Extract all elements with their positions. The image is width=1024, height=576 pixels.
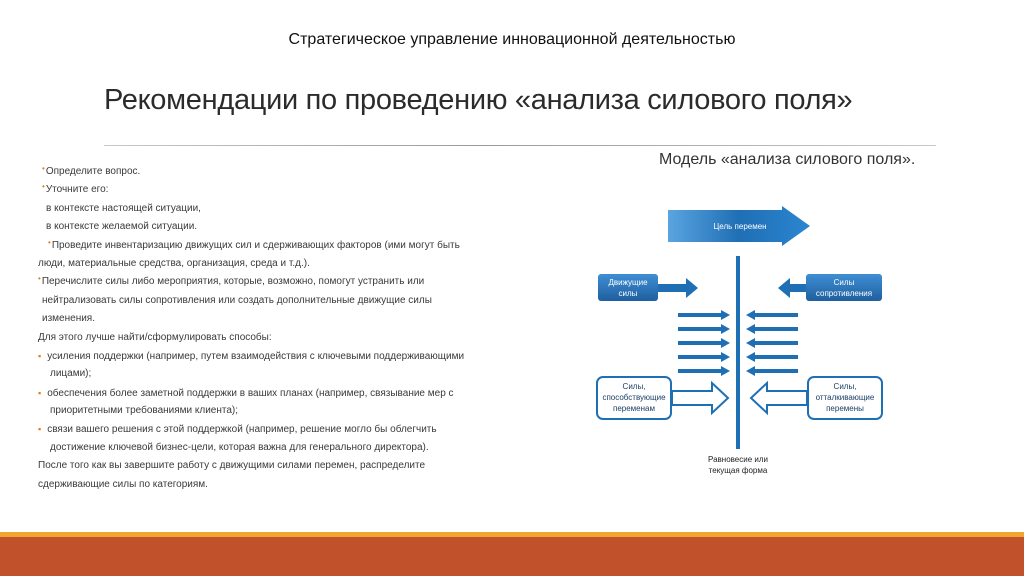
bullet-asterisk-icon: • (42, 182, 45, 192)
text-line-content: приоритетными требованиями клиента); (50, 405, 239, 417)
footer-stripe (0, 532, 1024, 537)
driving-forces-box: Движущие силы (598, 274, 698, 301)
text-line-content: лицами); (50, 368, 92, 380)
repelling-forces-box: Силы, отталкивающие перемены (749, 376, 883, 420)
text-line: лицами); (38, 365, 558, 383)
text-line: в контексте желаемой ситуации. (38, 218, 558, 236)
goal-label: Цель перемен (713, 222, 766, 231)
text-line: люди, материальные средства, организация… (38, 255, 558, 273)
text-line-content: Проведите инвентаризацию движущих сил и … (51, 239, 460, 251)
supporting-forces-box: Силы, способствующие переменам (596, 376, 730, 420)
text-line: •Определите вопрос. (38, 163, 558, 181)
text-line-content: связи вашего решения с этой поддержкой (… (47, 424, 437, 436)
text-line-content: Уточните его: (45, 184, 109, 196)
text-line-content: в контексте желаемой ситуации. (46, 221, 198, 233)
text-line: После того как вы завершите работу с дви… (38, 457, 558, 475)
resisting-forces-box: Силы сопротивления (778, 274, 882, 301)
text-line-content: Для этого лучше найти/сформулировать спо… (38, 331, 272, 343)
text-line: ▪ связи вашего решения с этой поддержкой … (38, 420, 558, 438)
text-line-content: сдерживающие силы по категориям. (38, 478, 208, 490)
text-line: изменения. (38, 310, 558, 328)
text-line-content: достижение ключевой бизнес-цели, которая… (50, 441, 429, 453)
text-line: •Уточните его: (38, 181, 558, 199)
slide-header: Стратегическое управление инновационной … (288, 31, 736, 48)
slide-title: Рекомендации по проведению «анализа сило… (104, 84, 853, 116)
repelling-forces-label-1: Силы, (834, 382, 857, 391)
text-line: в контексте настоящей ситуации, (38, 200, 558, 218)
resisting-forces-label-1: Силы (834, 278, 855, 287)
supporting-forces-label-1: Силы, (623, 382, 646, 391)
equilibrium-label-2: текущая форма (709, 466, 768, 475)
title-divider (104, 145, 936, 146)
driving-forces-label-1: Движущие (608, 278, 648, 287)
bullet-dot-icon: ▪ (38, 350, 42, 361)
bullet-asterisk-icon: • (38, 274, 41, 284)
text-line: Для этого лучше найти/сформулировать спо… (38, 329, 558, 347)
text-line: ▪ обеспечения более заметной поддержки в … (38, 384, 558, 402)
bullet-asterisk-icon: • (48, 237, 51, 247)
text-line: сдерживающие силы по категориям. (38, 476, 558, 494)
text-line: нейтрализовать силы сопротивления или со… (38, 292, 558, 310)
bullet-asterisk-icon: • (42, 164, 45, 173)
text-line: приоритетными требованиями клиента); (38, 402, 558, 420)
bullet-dot-icon: ▪ (38, 424, 42, 435)
text-line-content: люди, материальные средства, организация… (38, 257, 310, 269)
driving-forces-label-2: силы (619, 289, 638, 298)
supporting-forces-label-3: переменам (613, 404, 655, 413)
text-line-content: в контексте настоящей ситуации, (46, 202, 201, 214)
text-line-content: Перечислите силы либо мероприятия, котор… (41, 276, 425, 288)
text-line-content: Определите вопрос. (45, 166, 141, 177)
text-line: •Проведите инвентаризацию движущих сил и… (38, 237, 558, 255)
text-line-content: усиления поддержки (например, путем взаи… (47, 350, 465, 362)
repelling-forces-label-2: отталкивающие (816, 393, 875, 402)
left-force-arrows (678, 310, 730, 376)
footer-band (0, 537, 1024, 576)
recommendations-text: •Определите вопрос.•Уточните его:в конте… (38, 163, 558, 494)
text-line: достижение ключевой бизнес-цели, которая… (38, 439, 558, 457)
goal-arrow: Цель перемен (668, 206, 810, 246)
repelling-forces-label-3: перемены (826, 404, 864, 413)
model-caption: Модель «анализа силового поля». (659, 151, 916, 168)
right-force-arrows (746, 310, 798, 376)
text-line-content: После того как вы завершите работу с дви… (38, 460, 426, 472)
force-field-diagram: Цель перемен Движущие силы Силы сопротив… (596, 206, 883, 475)
text-line-content: нейтрализовать силы сопротивления или со… (42, 294, 432, 306)
text-line: •Перечислите силы либо мероприятия, кото… (38, 273, 558, 291)
resisting-forces-label-2: сопротивления (816, 289, 872, 298)
text-line-content: обеспечения более заметной поддержки в в… (47, 387, 454, 399)
equilibrium-label-1: Равновесие или (708, 455, 768, 464)
text-line-content: изменения. (42, 313, 95, 325)
supporting-forces-label-2: способствующие (602, 393, 666, 402)
bullet-dot-icon: ▪ (38, 387, 42, 398)
equilibrium-line (736, 256, 740, 449)
text-line: ▪ усиления поддержки (например, путем вза… (38, 347, 558, 365)
